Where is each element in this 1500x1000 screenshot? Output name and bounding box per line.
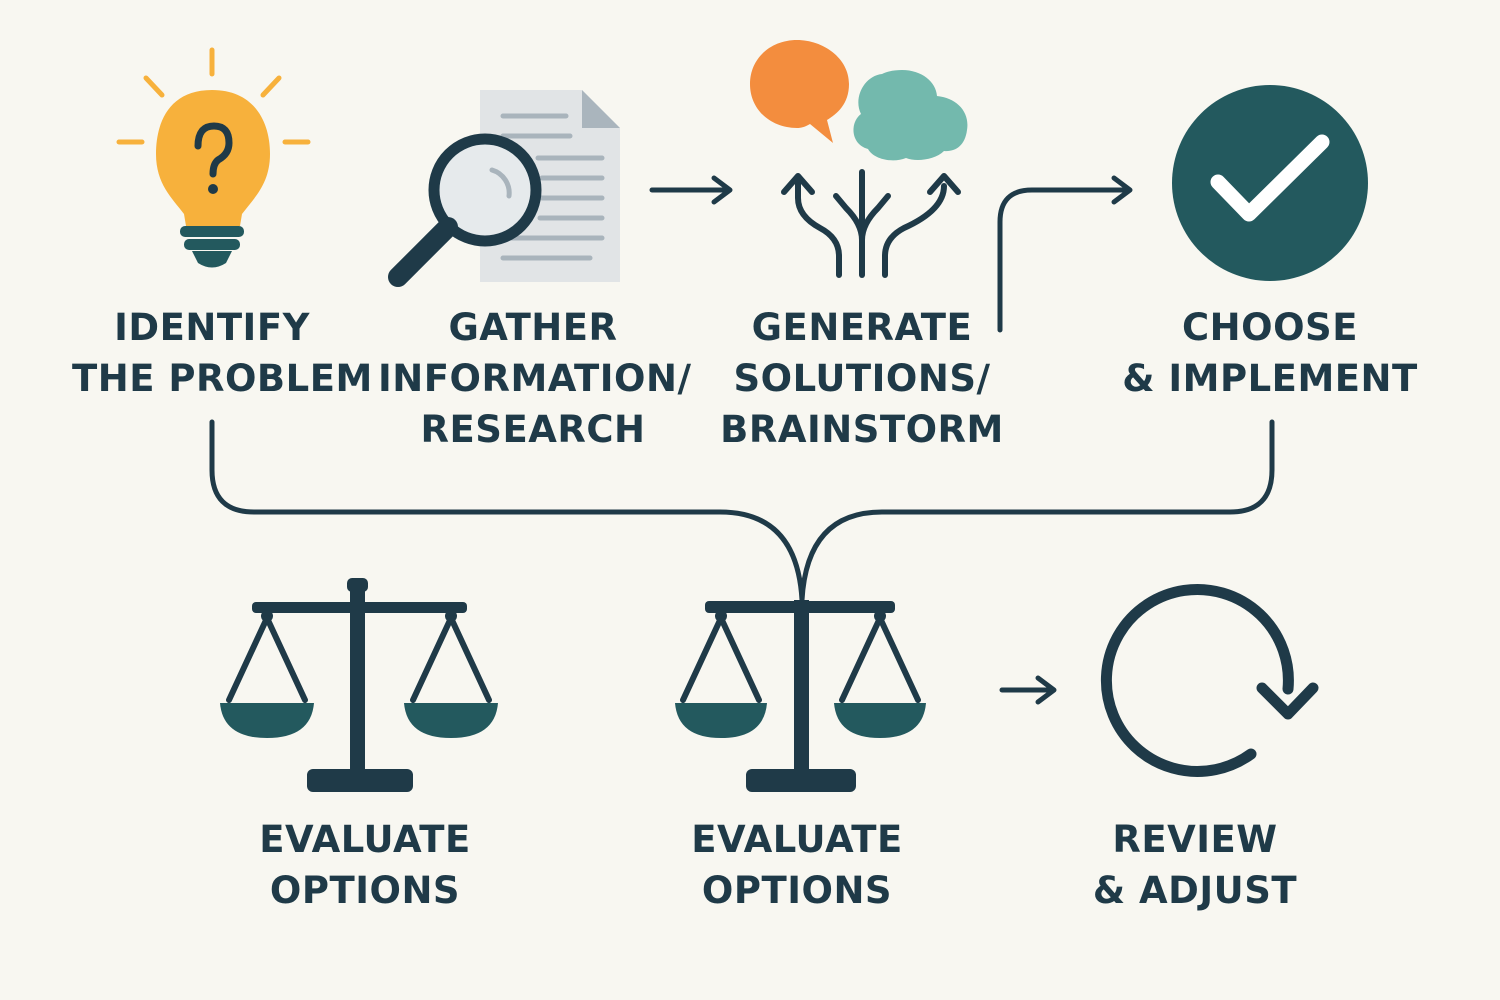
step-label-gather: GATHER INFORMATION/ RESEARCH [378,302,692,455]
label-line: CHOOSE [1182,306,1358,349]
step-label-generate: GENERATE SOLUTIONS/ BRAINSTORM [712,302,1012,455]
label-line: THE PROBLEM [72,357,373,400]
circular-arrow-icon [1100,583,1319,777]
label-line: IDENTIFY [114,306,310,349]
speech-bubbles-branching-arrows-icon [750,40,968,278]
step-label-review: REVIEW & ADJUST [1070,814,1320,916]
label-line: EVALUATE [259,818,471,861]
lightbulb-base [180,226,244,268]
question-mark-glyph [194,122,233,194]
label-line: BRAINSTORM [720,408,1004,451]
step-label-identify: IDENTIFY THE PROBLEM [72,302,373,404]
teal-speech-bubble [853,70,968,161]
lightbulb-glass [156,90,270,226]
label-line: SOLUTIONS/ [733,357,991,400]
arrow-evaluate-to-review [999,675,1057,705]
label-line: GENERATE [751,306,973,349]
lightbulb-rays [116,47,311,145]
magnifier-icon [388,133,542,287]
step-label-evaluate-1: EVALUATE OPTIONS [230,814,500,916]
label-line: OPTIONS [701,869,893,912]
label-line: & ADJUST [1092,869,1298,912]
label-line: OPTIONS [269,869,461,912]
balance-scale-icon [675,600,926,792]
branching-arrows [781,169,961,278]
label-line: & IMPLEMENT [1122,357,1418,400]
step-label-evaluate-2: EVALUATE OPTIONS [662,814,932,916]
orange-speech-bubble [750,40,849,143]
checkmark-circle-icon [1172,85,1368,281]
label-line: REVIEW [1112,818,1278,861]
label-line: RESEARCH [420,408,646,451]
label-line: INFORMATION/ [378,357,692,400]
label-line: EVALUATE [691,818,903,861]
connector-lines [209,419,1275,603]
arrow-gather-to-generate [649,175,733,205]
label-line: GATHER [448,306,618,349]
lightbulb-question-icon [116,47,311,268]
step-label-choose: CHOOSE & IMPLEMENT [1120,302,1420,404]
balance-scale-icon [220,578,498,792]
arrow-generate-to-choose [997,175,1133,333]
magnifier-document-icon [388,90,620,287]
